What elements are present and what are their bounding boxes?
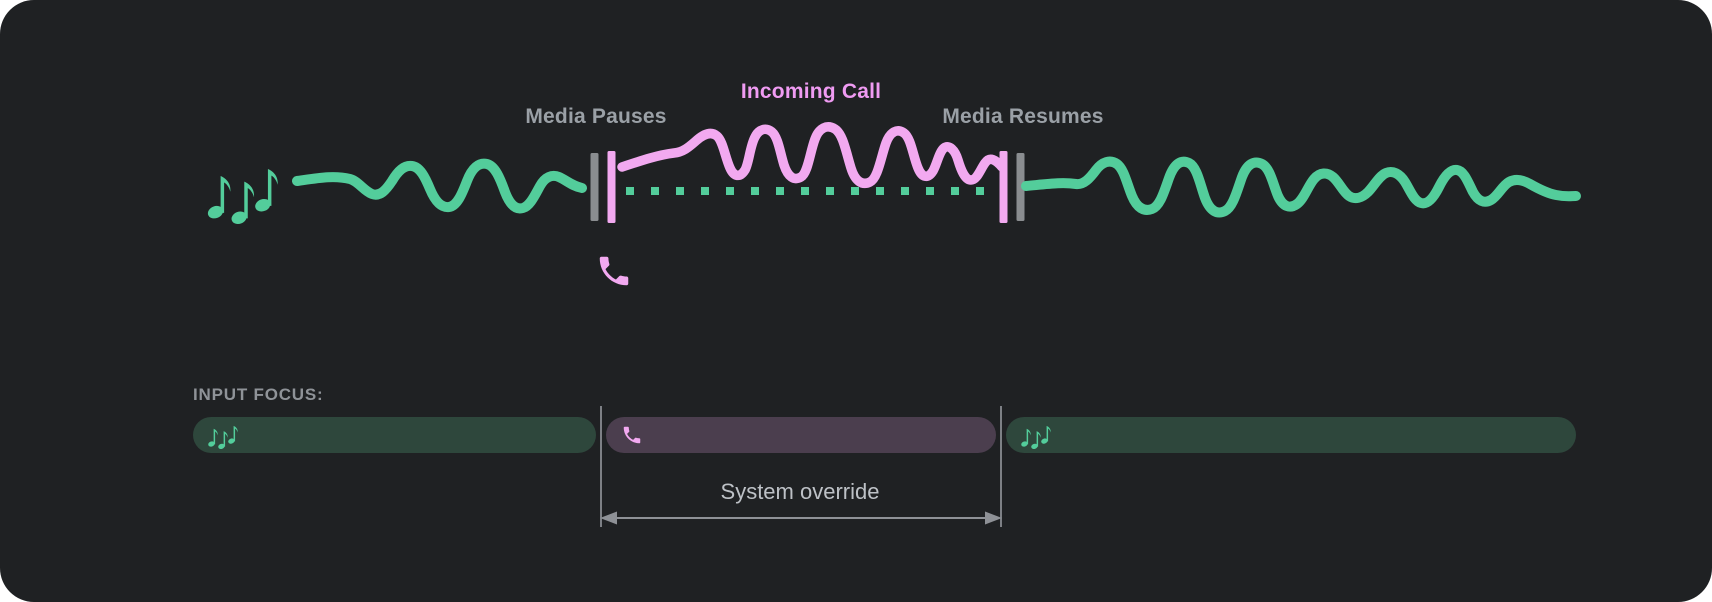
focus-segment-media-before: [193, 417, 596, 453]
override-boundary-left: [600, 406, 602, 527]
phone-icon: [623, 426, 641, 444]
media-resumes-label: Media Resumes: [942, 105, 1104, 128]
incoming-call-wave: [617, 122, 1007, 189]
override-boundary-right: [1000, 406, 1002, 527]
music-notes-icon: [1021, 422, 1052, 449]
system-override-arrow: [600, 511, 1002, 525]
system-override-label: System override: [720, 479, 880, 504]
arrow-right-head: [985, 511, 1002, 525]
focus-segment-call: [606, 417, 996, 453]
media-pauses-label: Media Pauses: [525, 105, 667, 128]
focus-segment-media-after: [1006, 417, 1576, 453]
media-wave-before: [292, 158, 587, 214]
resume-barrier-pink-bar: [999, 151, 1008, 223]
phone-icon: [599, 256, 629, 286]
resume-barrier-gray-bar: [1016, 153, 1025, 221]
music-notes-icon: [208, 422, 239, 449]
pause-barrier-pink-bar: [607, 151, 616, 223]
input-focus-heading: INPUT FOCUS:: [193, 385, 324, 404]
media-wave-after: [1021, 156, 1581, 218]
pause-barrier-gray-bar: [590, 153, 599, 221]
arrow-left-head: [600, 511, 617, 525]
incoming-call-label: Incoming Call: [740, 80, 882, 103]
